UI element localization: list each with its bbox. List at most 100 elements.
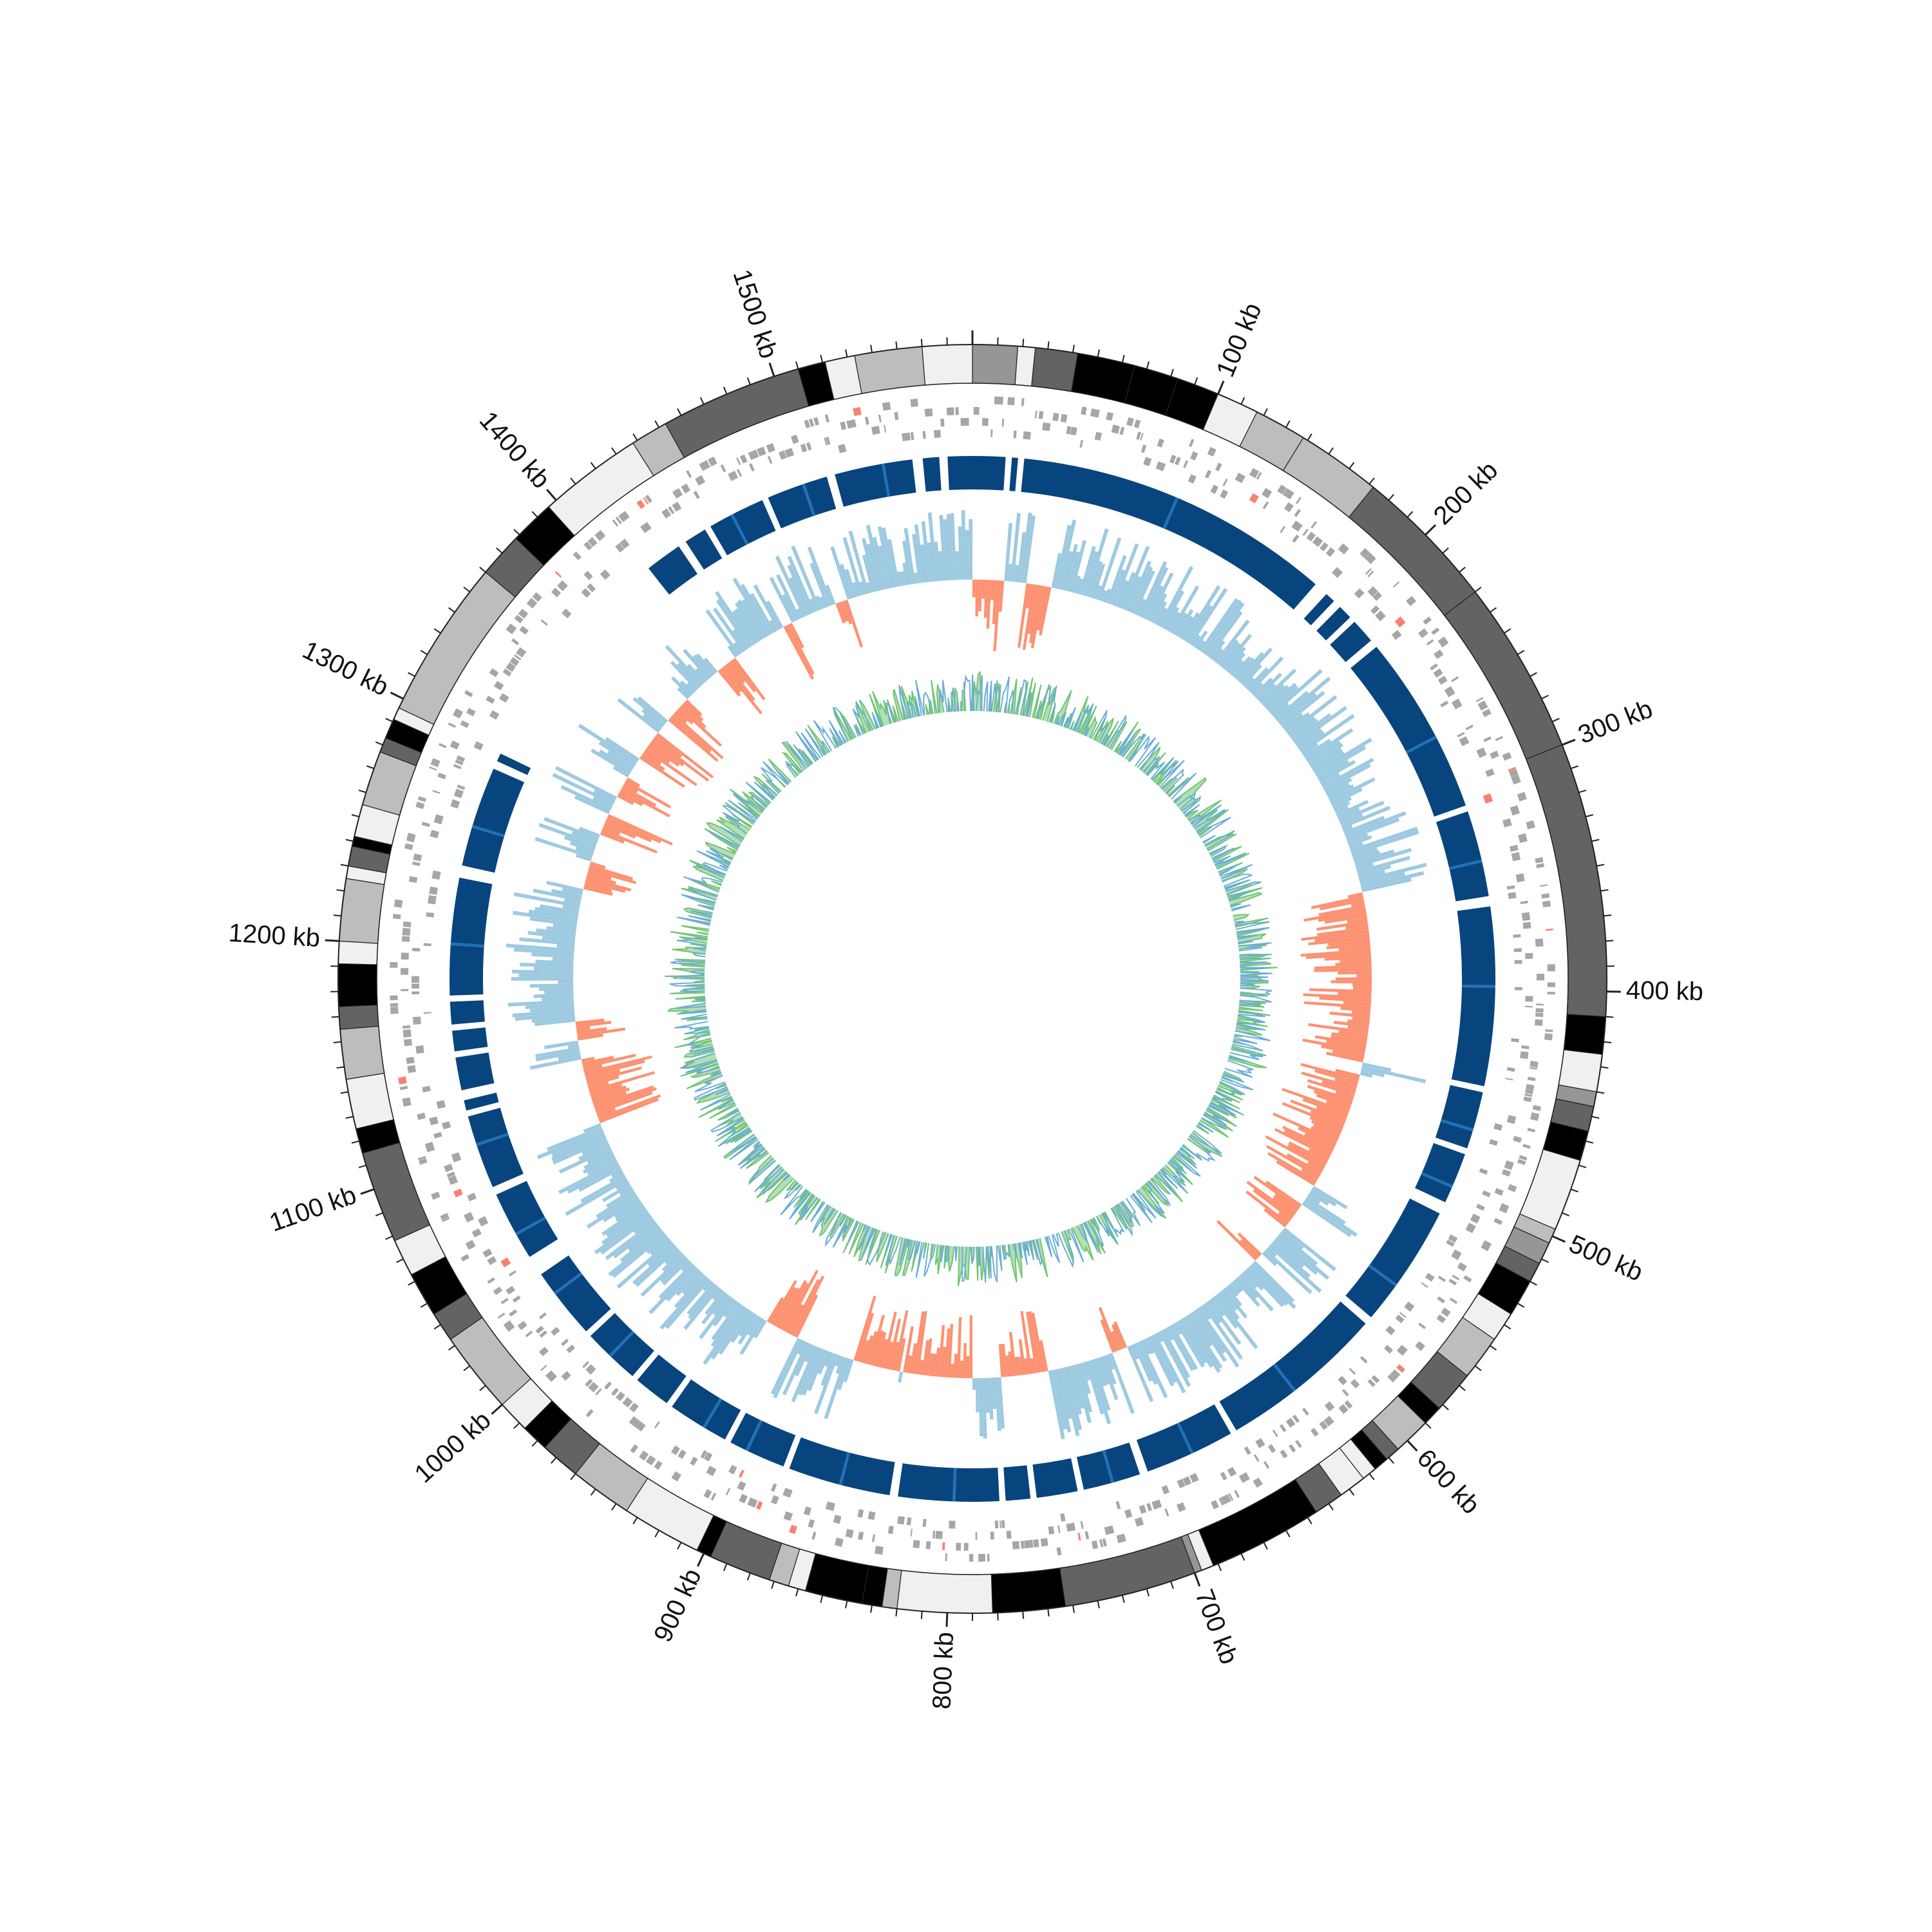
gene-feature — [493, 681, 504, 690]
skew-bar-positive — [807, 546, 833, 607]
gene-feature — [453, 764, 462, 770]
gene-feature — [826, 437, 831, 445]
skew-bar-negative — [730, 659, 756, 693]
skew-bar-negative — [1347, 1019, 1370, 1025]
gene-feature — [532, 592, 542, 602]
minor-tick — [358, 1164, 366, 1168]
skew-bar-negative — [981, 580, 985, 599]
gene-feature — [1437, 1296, 1446, 1303]
gene-feature — [442, 1217, 450, 1222]
major-tick — [1425, 524, 1437, 536]
gene-feature — [417, 1112, 426, 1121]
skew-bar-negative — [1311, 1126, 1339, 1141]
skew-bar-positive — [515, 1012, 575, 1021]
gene-feature — [766, 442, 775, 453]
skew-bar-negative — [602, 826, 621, 836]
skew-bar-positive — [739, 1318, 764, 1355]
gene-feature — [1511, 852, 1521, 862]
gene-feature — [813, 417, 820, 426]
minor-tick — [1263, 1542, 1268, 1550]
gene-feature — [1430, 663, 1438, 670]
skew-bar-positive — [564, 898, 581, 905]
homology-highlight — [1405, 735, 1437, 754]
gene-feature — [749, 463, 755, 472]
skew-bar-positive — [571, 831, 598, 844]
gene-feature — [1139, 1504, 1147, 1514]
gene-feature — [1222, 478, 1228, 487]
skew-bar-positive — [612, 1232, 667, 1278]
skew-bar-negative — [577, 1034, 603, 1041]
minor-tick — [358, 790, 366, 793]
skew-bar-negative — [648, 743, 680, 767]
skew-bar-positive — [787, 555, 815, 614]
gene-feature — [1501, 1169, 1511, 1177]
skew-bar-positive — [712, 1294, 730, 1316]
skew-bar-negative — [1303, 993, 1372, 1000]
skew-bar-negative — [1307, 1084, 1354, 1103]
skew-bar-negative — [1298, 1126, 1336, 1147]
skew-bar-positive — [1057, 519, 1077, 590]
skew-bar-positive — [605, 737, 639, 761]
skew-bar-positive — [981, 1378, 987, 1439]
skew-bar-positive — [1159, 565, 1194, 627]
gene-feature — [412, 983, 420, 989]
skew-bar-positive — [529, 916, 577, 927]
gene-feature — [413, 853, 422, 862]
gene-feature — [415, 1045, 424, 1054]
band-segment — [922, 344, 973, 386]
homology-block — [497, 753, 531, 775]
minor-tick — [1604, 1041, 1612, 1043]
gene-feature — [1302, 1407, 1309, 1416]
gene-feature — [720, 464, 726, 473]
skew-bar-negative — [972, 580, 976, 598]
gene-feature — [1526, 1084, 1535, 1091]
skew-bar-positive — [592, 796, 613, 809]
gene-feature — [401, 936, 410, 942]
minor-tick — [1121, 355, 1125, 363]
gene-feature — [412, 991, 420, 995]
homology-block — [1003, 1465, 1031, 1501]
gene-feature — [1514, 987, 1522, 990]
minor-tick — [1570, 1188, 1578, 1193]
skew-bar-positive — [506, 943, 574, 952]
homology-block — [1435, 1084, 1483, 1149]
gene-feature — [771, 1495, 779, 1505]
skew-bar-positive — [1121, 545, 1150, 610]
skew-bar-positive — [1283, 713, 1303, 730]
gene-feature — [1520, 900, 1529, 904]
skew-bar-positive — [775, 555, 806, 618]
skew-bar-negative — [587, 1075, 620, 1087]
gene-feature — [1161, 1485, 1170, 1495]
skew-bar-positive — [1222, 634, 1253, 670]
gene-feature — [1532, 1104, 1541, 1112]
skew-bar-positive — [1088, 1359, 1112, 1425]
skew-bar-positive — [1251, 682, 1264, 695]
skew-bar-positive — [900, 571, 906, 586]
skew-bar-positive — [1354, 849, 1395, 865]
skew-bar-negative — [599, 1098, 659, 1124]
skew-bar-positive — [632, 697, 667, 726]
major-tick — [325, 939, 339, 942]
gene-feature — [1282, 488, 1294, 500]
gene-feature — [1399, 1312, 1406, 1318]
gene-feature — [897, 1516, 905, 1525]
skew-bar-negative — [998, 580, 1005, 612]
skew-bar-positive — [739, 1312, 757, 1337]
minor-tick — [845, 349, 848, 357]
gene-feature — [1332, 567, 1343, 578]
skew-bar-positive — [1209, 640, 1226, 660]
skew-bar-positive — [701, 1292, 728, 1325]
minor-tick — [1578, 1164, 1587, 1168]
gene-feature — [1404, 1302, 1415, 1312]
gene-feature — [1493, 1123, 1503, 1131]
minor-tick — [1562, 1212, 1570, 1217]
gene-feature — [1349, 1367, 1356, 1375]
gene-feature — [910, 399, 918, 408]
gene-feature — [583, 571, 593, 580]
skew-bar-positive — [1207, 1300, 1242, 1345]
gene-feature — [677, 1449, 687, 1459]
gene-feature — [393, 899, 403, 908]
skew-bar-positive — [646, 1235, 668, 1255]
minor-tick — [1442, 1404, 1449, 1410]
band-segment — [337, 963, 378, 1007]
